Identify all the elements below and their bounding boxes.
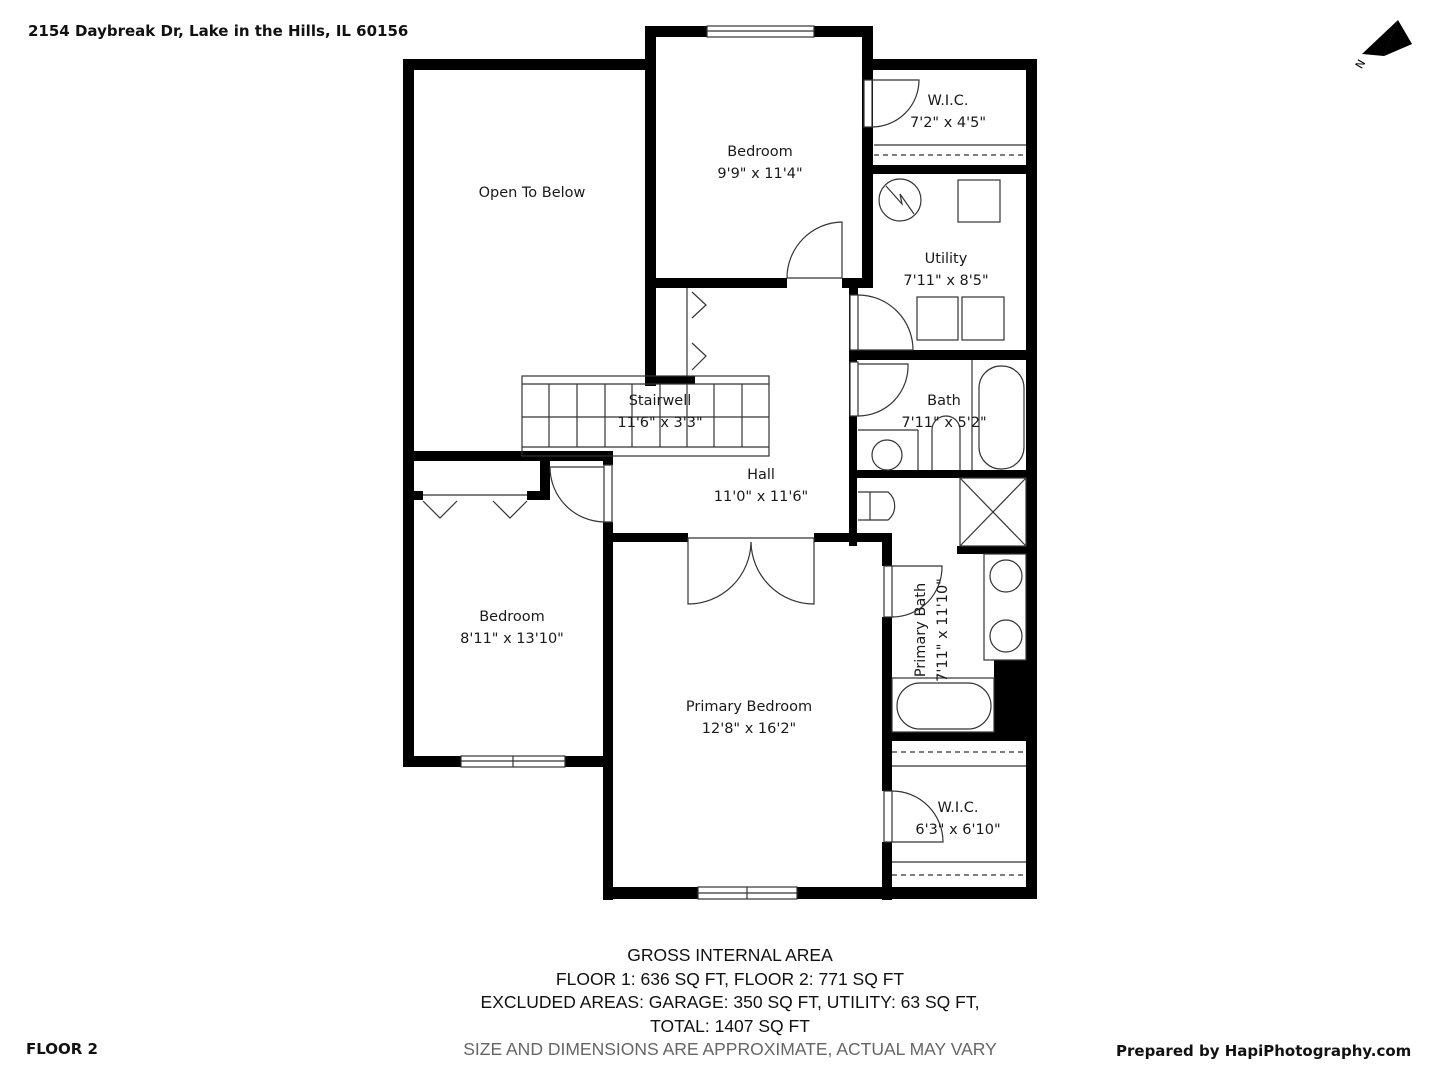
room-name: Utility [924,251,968,267]
room-name: Bedroom [479,609,545,625]
area-floors: FLOOR 1: 636 SQ FT, FLOOR 2: 771 SQ FT [555,968,905,989]
room-stairwell: Stairwell 11'6" x 3'3" [617,390,702,434]
room-name: W.I.C. [937,800,979,816]
room-dimensions: 7'11" x 5'2" [901,415,987,431]
room-dimensions: 7'2" x 4'5" [909,115,987,131]
room-dimensions: 7'11" x 8'5" [903,273,989,289]
room-dimensions: 8'11" x 13'10" [460,631,564,647]
fixtures [422,25,1027,900]
room-name: Hall [747,467,775,483]
walls [403,26,1037,900]
north-arrow-icon: N [1353,20,1412,71]
area-excluded: EXCLUDED AREAS: GARAGE: 350 SQ FT, UTILI… [480,992,980,1012]
room-name: Stairwell [628,393,692,409]
prepared-by-credit: Prepared by HapiPhotography.com [1116,1042,1412,1060]
room-bath: Bath 7'11" x 5'2" [901,390,986,434]
room-dimensions: 6'3" x 6'10" [915,822,1001,838]
room-bedroom-top: Bedroom 9'9" x 11'4" [717,141,802,185]
area-total: TOTAL: 1407 SQ FT [650,1015,810,1036]
room-primary-bedroom: Primary Bedroom 12'8" x 16'2" [686,696,812,740]
room-wic-top: W.I.C. 7'2" x 4'5" [910,90,986,134]
room-dimensions: 11'6" x 3'3" [617,415,703,431]
area-summary: GROSS INTERNAL AREA FLOOR 1: 636 SQ FT, … [420,944,1040,1062]
room-bedroom-left: Bedroom 8'11" x 13'10" [460,606,564,650]
room-name: Open To Below [478,185,586,201]
room-utility: Utility 7'11" x 8'5" [903,248,988,292]
room-open-to-below: Open To Below [479,182,586,204]
room-name: W.I.C. [927,93,969,109]
room-name: Bedroom [727,144,793,160]
room-hall: Hall 11'0" x 11'6" [714,464,808,508]
floor-label: FLOOR 2 [26,1040,98,1058]
area-disclaimer: SIZE AND DIMENSIONS ARE APPROXIMATE, ACT… [463,1039,997,1059]
room-dimensions: 7'11" x 11'10" [935,578,951,682]
room-name: Primary Bedroom [685,699,813,715]
room-dimensions: 9'9" x 11'4" [717,166,803,182]
area-title: GROSS INTERNAL AREA [627,945,833,965]
room-name: Primary Bath [913,582,929,678]
room-primary-bath: Primary Bath 7'11" x 11'10" [910,578,954,682]
room-dimensions: 11'0" x 11'6" [713,489,809,505]
property-address: 2154 Daybreak Dr, Lake in the Hills, IL … [28,22,409,40]
room-wic-bottom: W.I.C. 6'3" x 6'10" [915,797,1000,841]
room-name: Bath [927,393,961,409]
room-dimensions: 12'8" x 16'2" [701,721,797,737]
